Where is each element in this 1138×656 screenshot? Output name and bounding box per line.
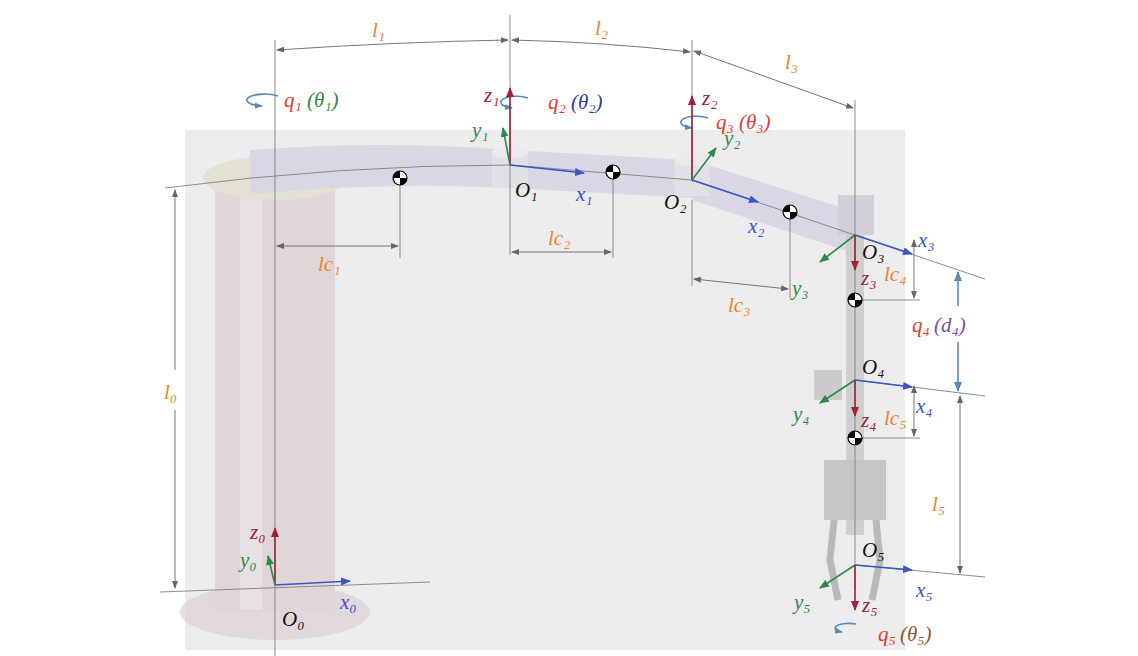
axis-label: z₄ bbox=[861, 408, 876, 433]
com-distance-label: lc₄ bbox=[884, 262, 906, 287]
axis-label: y₃ bbox=[792, 276, 809, 301]
origin-label: O₃ bbox=[862, 240, 884, 265]
origin-label: O₄ bbox=[862, 355, 884, 380]
joint-displacement: (d₄) bbox=[934, 313, 966, 338]
robot-body bbox=[180, 145, 886, 640]
com-distance-label: lc₅ bbox=[884, 406, 906, 431]
axis-lines bbox=[160, 15, 985, 656]
joint-angle: (θ₃) bbox=[739, 110, 771, 135]
frame-axes bbox=[268, 88, 912, 610]
axis-label: x₃ bbox=[918, 228, 935, 253]
joint-angle: (θ₅) bbox=[900, 622, 932, 647]
origin-label: O₀ bbox=[282, 607, 304, 632]
axis-label: y₁ bbox=[472, 118, 489, 143]
length-label: l₁ bbox=[372, 18, 385, 43]
length-label: l₅ bbox=[932, 492, 945, 517]
background-panel bbox=[185, 130, 905, 650]
joint-angle: (θ₁) bbox=[307, 88, 339, 113]
axis-label: y₄ bbox=[793, 402, 810, 427]
length-label: l₀ bbox=[164, 380, 177, 405]
com-distance-label: lc₃ bbox=[728, 293, 750, 318]
axis-label: x₀ bbox=[340, 590, 357, 615]
joint-variable: q₁ bbox=[284, 88, 302, 113]
origin-label: O₅ bbox=[862, 538, 884, 563]
joint-angle: (θ₂) bbox=[571, 90, 603, 115]
axis-label: y₅ bbox=[794, 590, 811, 615]
dimension-lines bbox=[175, 40, 960, 588]
length-label: l₂ bbox=[595, 16, 608, 41]
rotation-symbols bbox=[247, 94, 856, 632]
center-of-mass-markers bbox=[393, 165, 862, 445]
axis-label: z₀ bbox=[250, 520, 265, 545]
com-distance-label: lc₁ bbox=[318, 252, 340, 277]
axis-label: y₀ bbox=[240, 548, 257, 573]
axis-label: z₃ bbox=[861, 266, 876, 291]
joint-variable: q₂ bbox=[548, 90, 566, 115]
length-label: l₃ bbox=[785, 50, 798, 75]
com-distance-label: lc₂ bbox=[548, 226, 570, 251]
axis-label: z₁ bbox=[484, 83, 499, 108]
origin-label: O₂ bbox=[664, 190, 686, 215]
axis-label: z₂ bbox=[702, 86, 717, 111]
axis-label: x₁ bbox=[576, 182, 593, 207]
axis-label: z₅ bbox=[862, 593, 877, 618]
axis-label: y₂ bbox=[724, 126, 741, 151]
origin-label: O₁ bbox=[515, 178, 537, 203]
joint-variable: q₅ bbox=[878, 622, 896, 647]
axis-label: x₂ bbox=[748, 214, 765, 239]
axis-label: x₅ bbox=[916, 578, 933, 603]
axis-label: x₄ bbox=[916, 394, 933, 419]
joint-variable: q₄ bbox=[912, 313, 930, 338]
